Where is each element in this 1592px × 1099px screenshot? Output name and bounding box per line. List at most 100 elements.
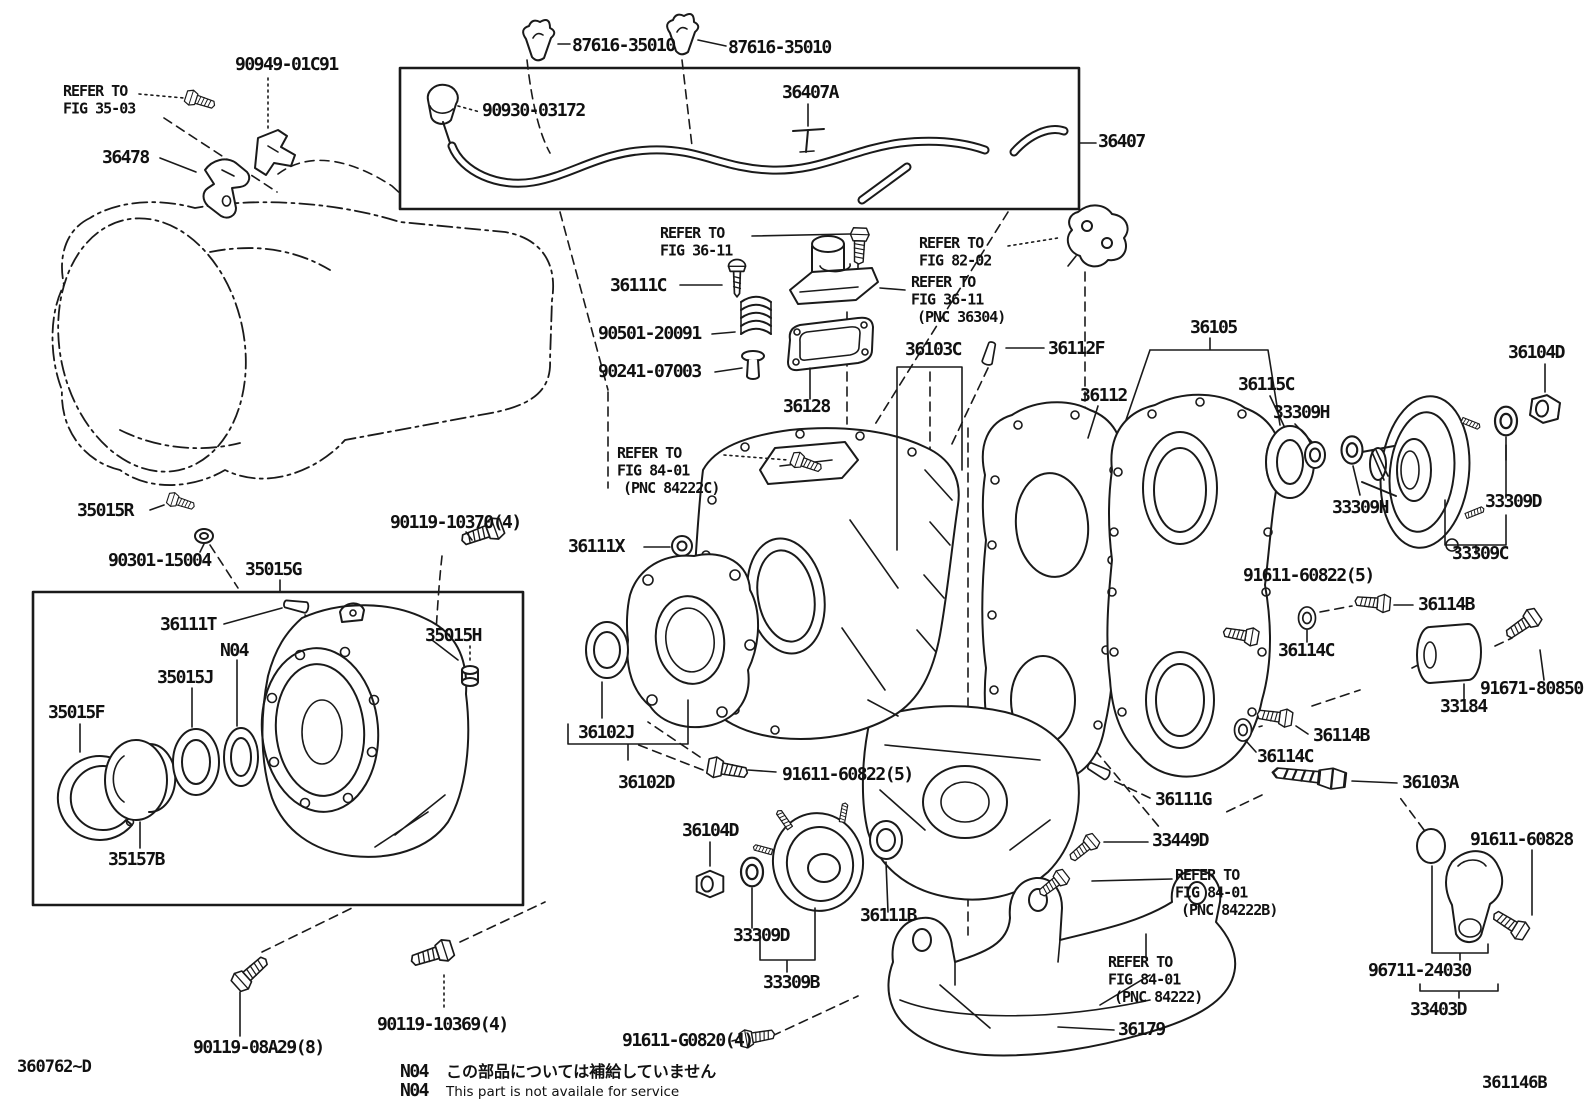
part-label-90501-20091: 90501-20091 [598,323,701,344]
part-label-90241-07003: 90241-07003 [598,361,701,382]
rear-output-housing [861,705,1080,901]
part-label-33184: 33184 [1440,696,1488,717]
part-label-35015R: 35015R [77,500,135,521]
part-label-36112: 36112 [1080,385,1127,406]
bolt-36114B-upper-icon [1353,591,1392,614]
washer-33309H-right-icon [1340,435,1364,465]
breather-elbow-96711-icon [1445,850,1504,943]
figure-code: 361146B [1482,1073,1547,1093]
washer-36114C-lower-icon [1233,718,1253,742]
part-label-91671-80850: 91671-80850 [1480,678,1583,699]
pin-36112F-icon [980,340,999,367]
part-label-36407: 36407 [1098,131,1145,152]
part-label-36103C: 36103C [905,339,962,360]
hose-clamp-icon-left [522,19,556,62]
part-label-90930-03172: 90930-03172 [482,100,585,121]
bearing-36111B-icon [869,820,903,860]
part-label-90949-01C91: 90949-01C91 [235,54,338,75]
part-label-33309H-upper: 33309H [1273,402,1330,423]
part-label-36115C: 36115C [1238,374,1295,395]
part-label-36407A: 36407A [782,82,840,103]
hose-tpiece-icon [792,128,825,153]
part-label-35015G: 35015G [245,559,302,580]
washer-33309D-bottom-icon [739,856,765,888]
pin-36111T-icon [282,597,310,615]
part-label-91611-60828: 91611-60828 [1470,829,1573,850]
part-label-96711-24030: 96711-24030 [1368,960,1471,981]
part-label-35015F: 35015F [48,702,105,723]
note-1-code: N04 [400,1061,430,1082]
companion-flange-rear [1361,395,1486,552]
part-label-90119-10370-4: 90119-10370(4) [390,512,521,533]
part-label-91611-60822-5-center: 91611-60822(5) [782,764,913,785]
note-1-text: この部品については補給していません [446,1062,716,1081]
washer-36114C-upper-icon [1297,606,1317,630]
plug-35015H-icon [461,665,479,687]
oil-seal-36102J [585,621,629,679]
extension-housing-35015G [260,602,470,858]
bolt-36114B-lower-icon [1255,704,1294,729]
breather-plug-icon [426,83,459,149]
front-retainer-36102D [625,553,759,729]
part-label-33309D-right: 33309D [1485,491,1543,512]
leader-lines [79,39,1546,1042]
chain-cover-36105 [1106,393,1282,778]
part-label-35157B: 35157B [108,849,166,870]
part-label-87616-35010-right: 87616-35010 [728,37,831,58]
ring-35157B-icon [104,739,177,821]
nut-36104D-top-icon [1528,392,1562,426]
part-label-33309D-bottom: 33309D [733,925,791,946]
part-label-36111B: 36111B [860,905,918,926]
oring-33403D-icon [1416,828,1446,864]
oil-seal-35015J-icon [172,728,220,796]
part-label-90301-15004: 90301-15004 [108,550,212,571]
part-label-33309B: 33309B [763,972,821,993]
part-label-36111C: 36111C [610,275,667,296]
part-label-36104D-top: 36104D [1508,342,1566,363]
part-label-91611-G0820-4: 91611-G0820(4) [622,1030,753,1051]
part-label-36103A: 36103A [1402,772,1460,793]
part-label-36128: 36128 [783,396,830,417]
bracket-refer-82-02-icon [1066,204,1129,268]
bolt-90119-10369-icon [407,936,457,973]
gasket-36128-icon [787,316,874,372]
bolt-91671-icon [1500,605,1545,645]
damper-33184-icon [1416,623,1482,684]
bolt-refer-36-11-icon [848,226,871,266]
part-label-36111T: 36111T [160,614,218,635]
part-label-36114C-lower: 36114C [1257,746,1314,767]
part-label-N04-flag: N04 [220,640,250,661]
screw-36111C-icon [727,258,747,298]
part-label-87616-35010-left: 87616-35010 [572,35,675,56]
part-label-33309H-lower: 33309H [1332,497,1389,518]
part-label-36105: 36105 [1190,317,1237,338]
bracket-36478-icon [202,158,251,219]
bolt-91611-60828-icon [1488,905,1532,944]
part-label-90119-10369-4: 90119-10369(4) [377,1014,508,1035]
spring-90501-icon [740,295,772,335]
drawing-code: 360762~D [17,1057,92,1077]
part-label-36114B-upper: 36114B [1418,594,1476,615]
breather-hose-box [398,66,1081,211]
note-2-text: This part is not availale for service [445,1084,679,1099]
part-label-33309C: 33309C [1452,543,1509,564]
ghost-transmission [51,201,554,486]
screw-35015R-icon [165,490,197,514]
nut-36111X-icon [671,535,693,557]
part-label-36478: 36478 [102,147,149,168]
bolt-90119-08A29-icon [228,950,274,995]
selector-cover-icon [789,235,879,305]
companion-flange-front [752,802,865,912]
extension-housing-box [31,590,525,907]
part-label-36179: 36179 [1118,1019,1165,1040]
part-label-36102J: 36102J [578,722,634,743]
breather-hose [447,125,1069,205]
part-label-35015H: 35015H [425,625,482,646]
part-label-36114B-lower: 36114B [1313,725,1371,746]
bolt-60822-center-icon [705,754,750,784]
